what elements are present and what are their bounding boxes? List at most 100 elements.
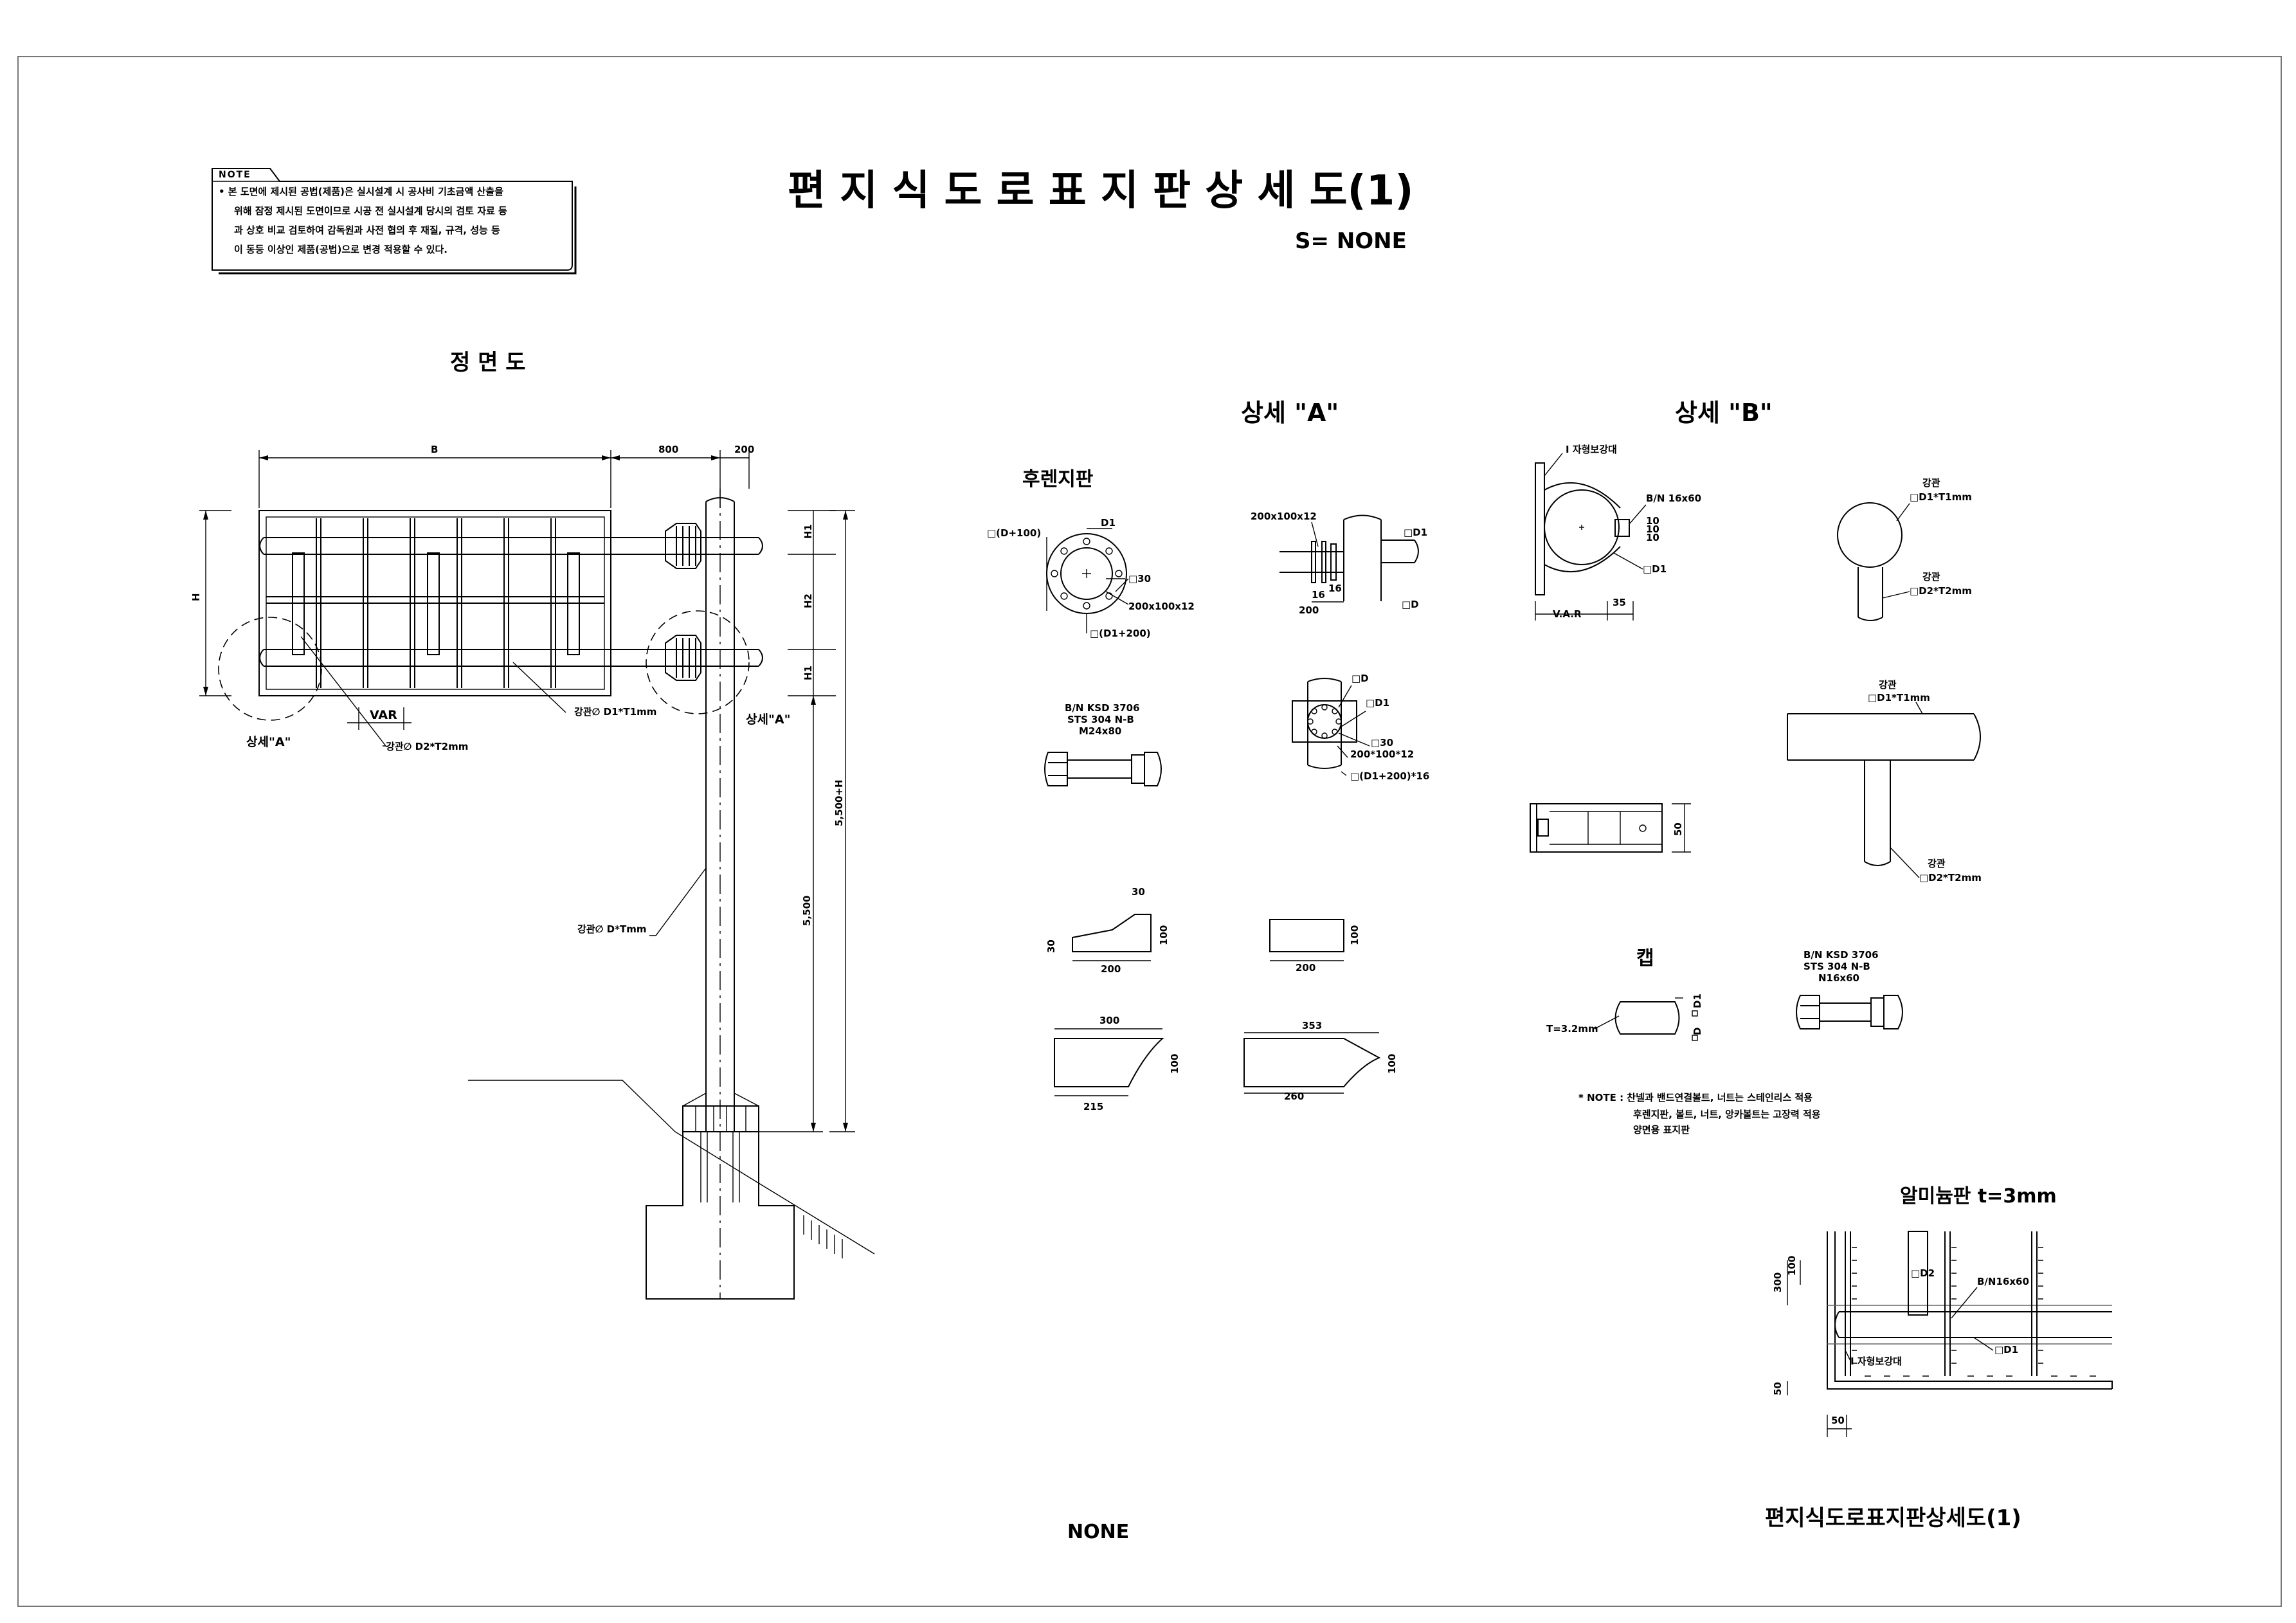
pipe4-label-a: 강관 <box>1928 858 1946 869</box>
flange-title: 후렌지판 <box>1022 468 1094 491</box>
detail-a: 상세 "A" 후렌지판 □(D+100) D1 □30 200x100x12 □… <box>987 399 1429 1112</box>
alum-sD2: □D2 <box>1911 1267 1935 1279</box>
rib-plate-2 <box>1269 919 1344 952</box>
flange2-s30: □30 <box>1371 737 1393 748</box>
clamp-bn: B/N 16x60 <box>1646 493 1701 504</box>
sheet-border <box>17 56 2282 1607</box>
sheet-title: 편 지 식 도 로 표 지 판 상 세 도(1) <box>788 167 1414 215</box>
bolt-b-line1: B/N KSD 3706 <box>1803 949 1879 961</box>
flange2-sD: □D <box>1351 673 1369 684</box>
clamp-t10a: 10 <box>1646 515 1659 527</box>
detail-a-label-right: 상세"A" <box>746 712 790 727</box>
flange2-d1-200-16: □(D1+200)*16 <box>1350 770 1429 782</box>
note-tag: NOTE <box>219 170 251 180</box>
rib4-260: 260 <box>1284 1091 1304 1102</box>
detail-b-note-3: 양면용 표지판 <box>1633 1124 1690 1136</box>
note-line-2: 위해 잠정 제시된 도면이므로 시공 전 실시설계 당시의 검토 자료 등 <box>234 205 507 217</box>
detail-b-note-1: * NOTE : 찬넬과 밴드연결볼트, 너트는 스테인리스 적용 <box>1578 1092 1812 1103</box>
dim-5500H: 5,500+H <box>833 779 845 826</box>
bracket-16a: 16 <box>1312 589 1325 601</box>
note-line-1: • 본 도면에 제시된 공법(제품)은 실시설계 시 공사비 기초금액 산출을 <box>219 186 503 197</box>
footer-scale: NONE <box>1067 1521 1129 1543</box>
dim-5500: 5,500 <box>801 896 813 926</box>
pipe3-label-b: □D1*T1mm <box>1868 692 1930 703</box>
rib4-100: 100 <box>1386 1054 1398 1074</box>
bolt-b-line3: N16x60 <box>1818 972 1859 984</box>
rib1-100: 100 <box>1158 925 1170 945</box>
rib-plate-4 <box>1243 1038 1381 1087</box>
front-view-title: 정 면 도 <box>450 350 526 376</box>
dim-H1-bottom: H1 <box>802 666 814 680</box>
pipe1-label-a: 강관 <box>1922 477 1940 489</box>
pipe4-label-b: □D2*T2mm <box>1919 872 1982 884</box>
dim-H1-top: H1 <box>802 524 814 539</box>
pipe3-label-a: 강관 <box>1879 679 1897 691</box>
alum-bn: B/N16x60 <box>1977 1276 2029 1287</box>
detail-a-circle-right <box>646 610 750 714</box>
note-box: NOTE • 본 도면에 제시된 공법(제품)은 실시설계 시 공사비 기초금액… <box>212 168 577 275</box>
alum-100: 100 <box>1786 1256 1798 1276</box>
pipe2-label-a: 강관 <box>1922 571 1940 583</box>
flange2-plate: 200*100*12 <box>1350 748 1414 760</box>
ibeam-label: I 자형보강대 <box>1566 444 1617 455</box>
note-line-3: 과 상호 비교 검토하여 감독원과 사전 협의 후 재질, 규격, 성능 등 <box>234 224 500 236</box>
label-pipe-d1: 강관∅ D1*T1mm <box>574 706 656 718</box>
dim-800: 800 <box>658 444 678 455</box>
bracket-plate-size: 200x100x12 <box>1251 511 1317 522</box>
rib1-30a: 30 <box>1132 886 1145 898</box>
rib3-300: 300 <box>1099 1015 1119 1026</box>
detail-b-note-2: 후렌지판, 볼트, 너트, 앙카볼트는 고장력 적용 <box>1633 1109 1821 1120</box>
rib2-200: 200 <box>1296 962 1315 974</box>
label-pipe-main: 강관∅ D*Tmm <box>577 923 646 935</box>
front-view: 정 면 도 B 800 200 H <box>190 350 875 1300</box>
detail-b: 상세 "B" I 자형보강대 B/N 16x60 10 10 10 □D1 V.… <box>1530 399 1982 1136</box>
flange-d100: □(D+100) <box>987 527 1041 539</box>
note-line-4: 이 동등 이상인 제품(공법)으로 변경 적용할 수 있다. <box>234 244 447 255</box>
cap-t32: T=3.2mm <box>1546 1023 1598 1035</box>
clamp-t10b: 10 <box>1646 523 1659 535</box>
clamp-35: 35 <box>1613 597 1626 608</box>
bracket-200: 200 <box>1299 604 1319 616</box>
cap-title: 캡 <box>1636 947 1654 970</box>
rib-plate-3 <box>1054 1038 1164 1087</box>
footer-title: 편지식도로표지판상세도(1) <box>1765 1505 2021 1531</box>
main-pole <box>705 502 735 1132</box>
alum-300: 300 <box>1772 1273 1784 1292</box>
channel-50: 50 <box>1672 822 1684 836</box>
dim-B: B <box>431 444 438 455</box>
clamp-var: V.A.R <box>1553 608 1582 620</box>
dim-VAR: VAR <box>370 708 397 722</box>
alum-50b: 50 <box>1831 1415 1845 1426</box>
alum-sD1: □D1 <box>1994 1344 2018 1356</box>
bolt-b-line2: STS 304 N-B <box>1803 961 1870 972</box>
bolt-a-line1: B/N KSD 3706 <box>1065 702 1140 714</box>
scale-label: S= NONE <box>1295 228 1407 254</box>
aluminium-detail: 알미늄판 t=3mm 300 100 □D2 B/N16x60 □D1 I 자형 <box>1772 1185 2113 1437</box>
rib2-100: 100 <box>1349 925 1360 945</box>
flange-d1: D1 <box>1101 517 1116 529</box>
bolt-a-icon <box>1044 752 1162 786</box>
cap-D1: D1 <box>1692 993 1703 1008</box>
aluminium-title: 알미늄판 t=3mm <box>1900 1185 2057 1208</box>
cap-D: D <box>1692 1028 1703 1035</box>
pipe1-label-b: □D1*T1mm <box>1910 491 1972 503</box>
bracket-sD: □D <box>1402 599 1419 610</box>
rib4-353: 353 <box>1302 1020 1322 1031</box>
flange2-sD1: □D1 <box>1366 697 1389 709</box>
label-pipe-d2: 강관∅ D2*T2mm <box>386 741 468 752</box>
bolt-a-line3: M24x80 <box>1079 725 1121 737</box>
pipe2-label-b: □D2*T2mm <box>1910 585 1972 597</box>
flange-s30: □30 <box>1128 573 1151 585</box>
dim-H: H <box>190 593 202 601</box>
clamp-t10c: 10 <box>1646 532 1659 543</box>
detail-b-title: 상세 "B" <box>1675 399 1773 427</box>
flange-plate-size: 200x100x12 <box>1128 601 1195 612</box>
alum-ibeam: I 자형보강대 <box>1850 1356 1902 1367</box>
rib-plate-1 <box>1072 914 1152 952</box>
detail-a-label-left: 상세"A" <box>246 735 291 749</box>
bolt-a-line2: STS 304 N-B <box>1067 714 1134 725</box>
detail-a-circle-left <box>218 617 322 721</box>
dim-200: 200 <box>734 444 754 455</box>
alum-50a: 50 <box>1772 1382 1784 1395</box>
